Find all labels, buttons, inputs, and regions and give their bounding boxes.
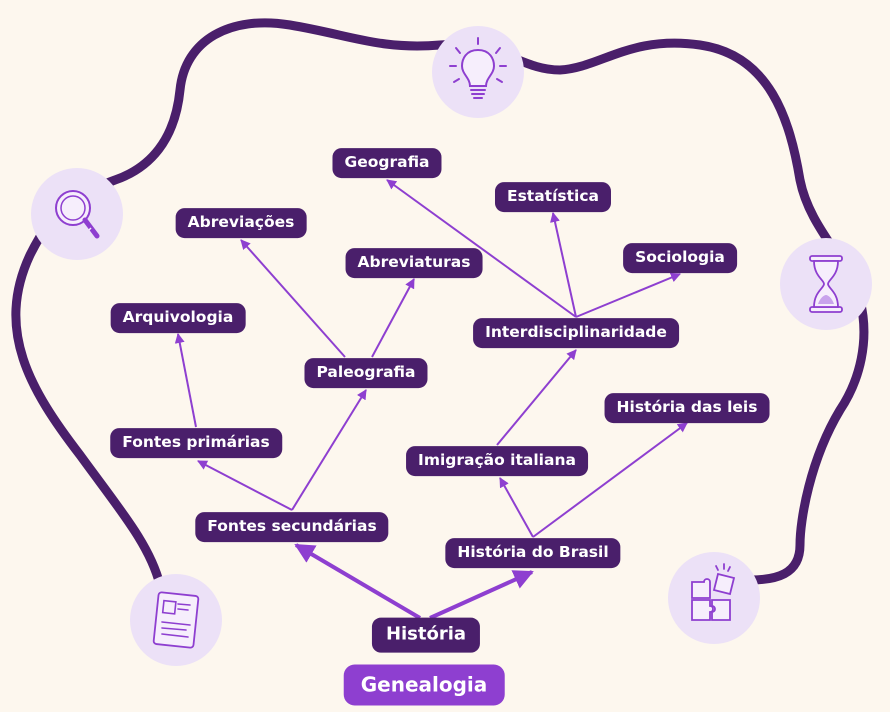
magnifier-icon xyxy=(31,168,123,260)
edge-fontes_primarias-to-arquivologia xyxy=(174,333,197,428)
node-historia-brasil: História do Brasil xyxy=(445,538,621,568)
edge-fontes_secundarias-to-fontes_primarias xyxy=(197,460,293,511)
edge-historia_brasil-to-imigracao_italiana xyxy=(499,477,534,538)
edge-fontes_secundarias-to-paleografia xyxy=(291,389,367,511)
edge-root-to-historia_brasil xyxy=(429,570,534,620)
edge-interdisciplinaridade-to-sociologia xyxy=(575,272,681,318)
edge-interdisciplinaridade-to-estatistica xyxy=(550,212,577,318)
node-abreviacoes: Abreviações xyxy=(175,208,307,238)
node-abreviaturas: Abreviaturas xyxy=(345,248,483,278)
node-arquivologia: Arquivologia xyxy=(110,303,246,333)
document-icon xyxy=(130,574,222,666)
edge-historia_brasil-to-historia_leis xyxy=(532,422,688,538)
node-geografia: Geografia xyxy=(332,148,442,178)
node-imigracao-italiana: Imigração italiana xyxy=(406,446,588,476)
lightbulb-icon xyxy=(432,26,524,118)
node-estatistica: Estatística xyxy=(494,182,612,212)
node-paleografia: Paleografia xyxy=(304,358,428,388)
edge-paleografia-to-abreviaturas xyxy=(371,278,415,358)
edge-root-to-fontes_secundarias xyxy=(294,543,422,620)
node-fontes-primarias: Fontes primárias xyxy=(110,428,282,458)
edge-interdisciplinaridade-to-geografia xyxy=(386,179,577,318)
node-historia-leis: História das leis xyxy=(604,393,770,423)
edge-imigracao_italiana-to-interdisciplinaridade xyxy=(496,349,577,446)
node-historia: História xyxy=(371,617,481,653)
edge-paleografia-to-abreviacoes xyxy=(240,239,346,358)
hourglass-icon xyxy=(780,238,872,330)
node-sociologia: Sociologia xyxy=(623,243,737,273)
node-interdisciplinaridade: Interdisciplinaridade xyxy=(473,318,679,348)
node-fontes-secundarias: Fontes secundárias xyxy=(195,512,389,542)
node-genealogia: Genealogia xyxy=(343,664,505,706)
puzzle-icon xyxy=(668,552,760,644)
